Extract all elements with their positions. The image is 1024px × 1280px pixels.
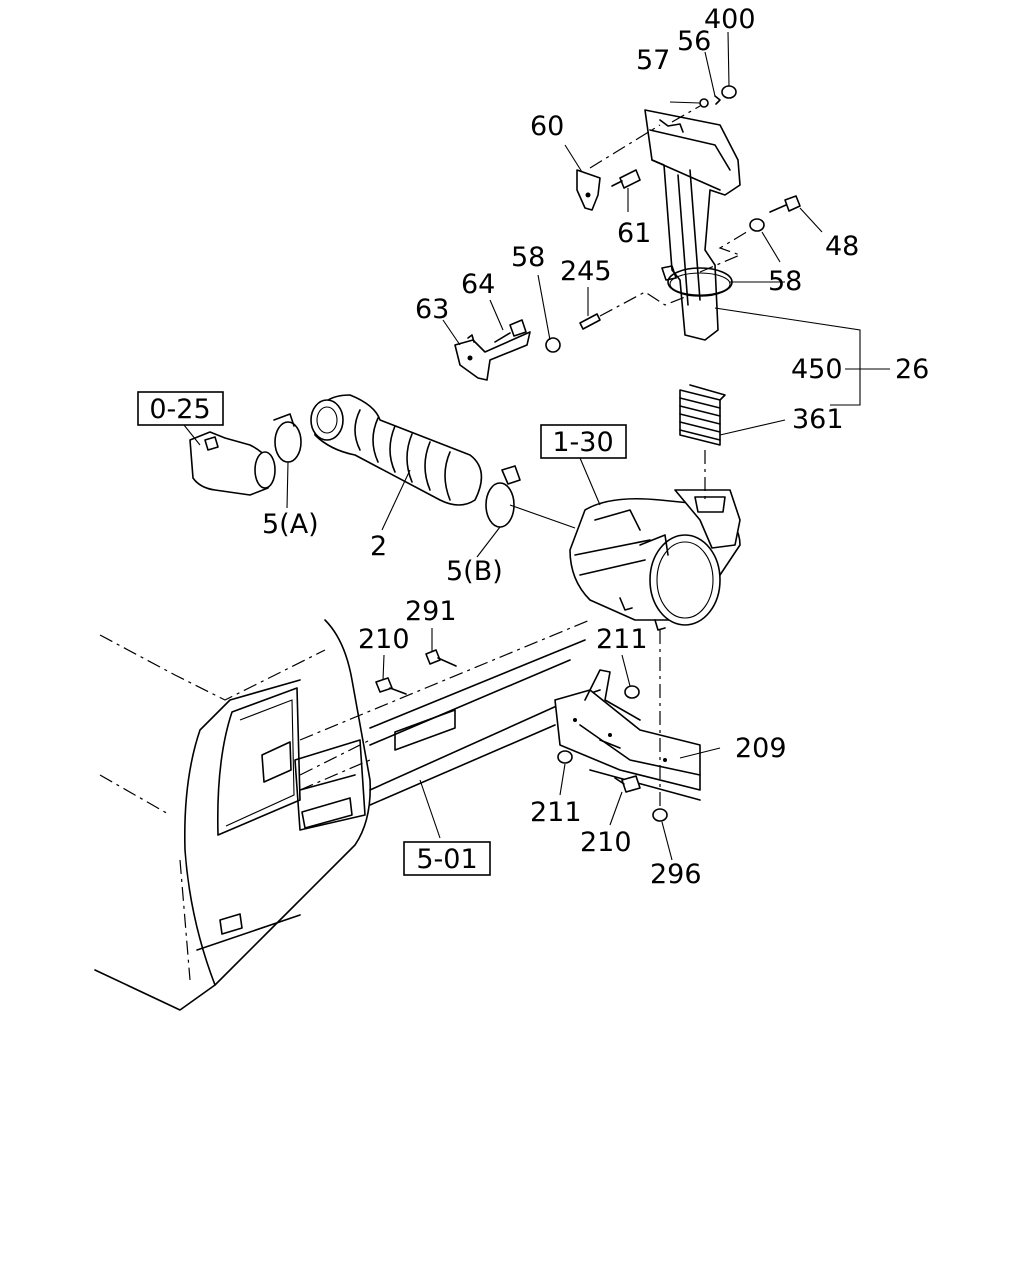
label-26: 26 xyxy=(895,354,929,385)
label-291: 291 xyxy=(405,596,457,627)
ref-label-5-01: 5-01 xyxy=(416,844,477,875)
label-211-bottom: 211 xyxy=(530,797,582,828)
label-361: 361 xyxy=(792,404,844,435)
label-5a: 5(A) xyxy=(262,509,319,540)
label-57: 57 xyxy=(636,45,670,76)
label-245: 245 xyxy=(560,256,612,287)
label-48: 48 xyxy=(825,231,859,262)
label-58-right: 58 xyxy=(768,266,802,297)
label-450: 450 xyxy=(791,354,843,385)
ref-box-5-01: 5-01 xyxy=(403,841,491,876)
bracket-60-drawing xyxy=(576,124,661,211)
label-61: 61 xyxy=(617,218,651,249)
label-296: 296 xyxy=(650,859,702,890)
elbow-drawing xyxy=(189,431,276,496)
label-210-top: 210 xyxy=(358,624,410,655)
label-400: 400 xyxy=(704,4,756,35)
label-209: 209 xyxy=(735,733,787,764)
label-56: 56 xyxy=(677,26,711,57)
intake-duct-drawing xyxy=(644,109,741,341)
part-labels: 400 56 57 60 61 48 58 58 245 64 63 450 2… xyxy=(262,4,929,890)
label-2: 2 xyxy=(370,531,387,562)
label-210-bottom: 210 xyxy=(580,827,632,858)
label-63: 63 xyxy=(415,294,449,325)
truck-cab-drawing xyxy=(94,619,372,1011)
leader-lines xyxy=(179,31,890,861)
seal-361-drawing xyxy=(679,384,726,446)
ref-label-1-30: 1-30 xyxy=(552,427,613,458)
hardware-drawing xyxy=(375,85,801,822)
label-211-top: 211 xyxy=(596,624,648,655)
label-64: 64 xyxy=(461,269,495,300)
ref-label-0-25: 0-25 xyxy=(149,394,210,425)
hose-2-drawing xyxy=(310,394,483,506)
ref-box-1-30: 1-30 xyxy=(540,424,627,459)
label-58-left: 58 xyxy=(511,242,545,273)
air-cleaner-drawing xyxy=(569,489,741,631)
bracket-209-drawing xyxy=(554,669,701,801)
label-60: 60 xyxy=(530,111,564,142)
label-5b: 5(B) xyxy=(446,556,503,587)
ref-box-0-25: 0-25 xyxy=(137,391,224,426)
